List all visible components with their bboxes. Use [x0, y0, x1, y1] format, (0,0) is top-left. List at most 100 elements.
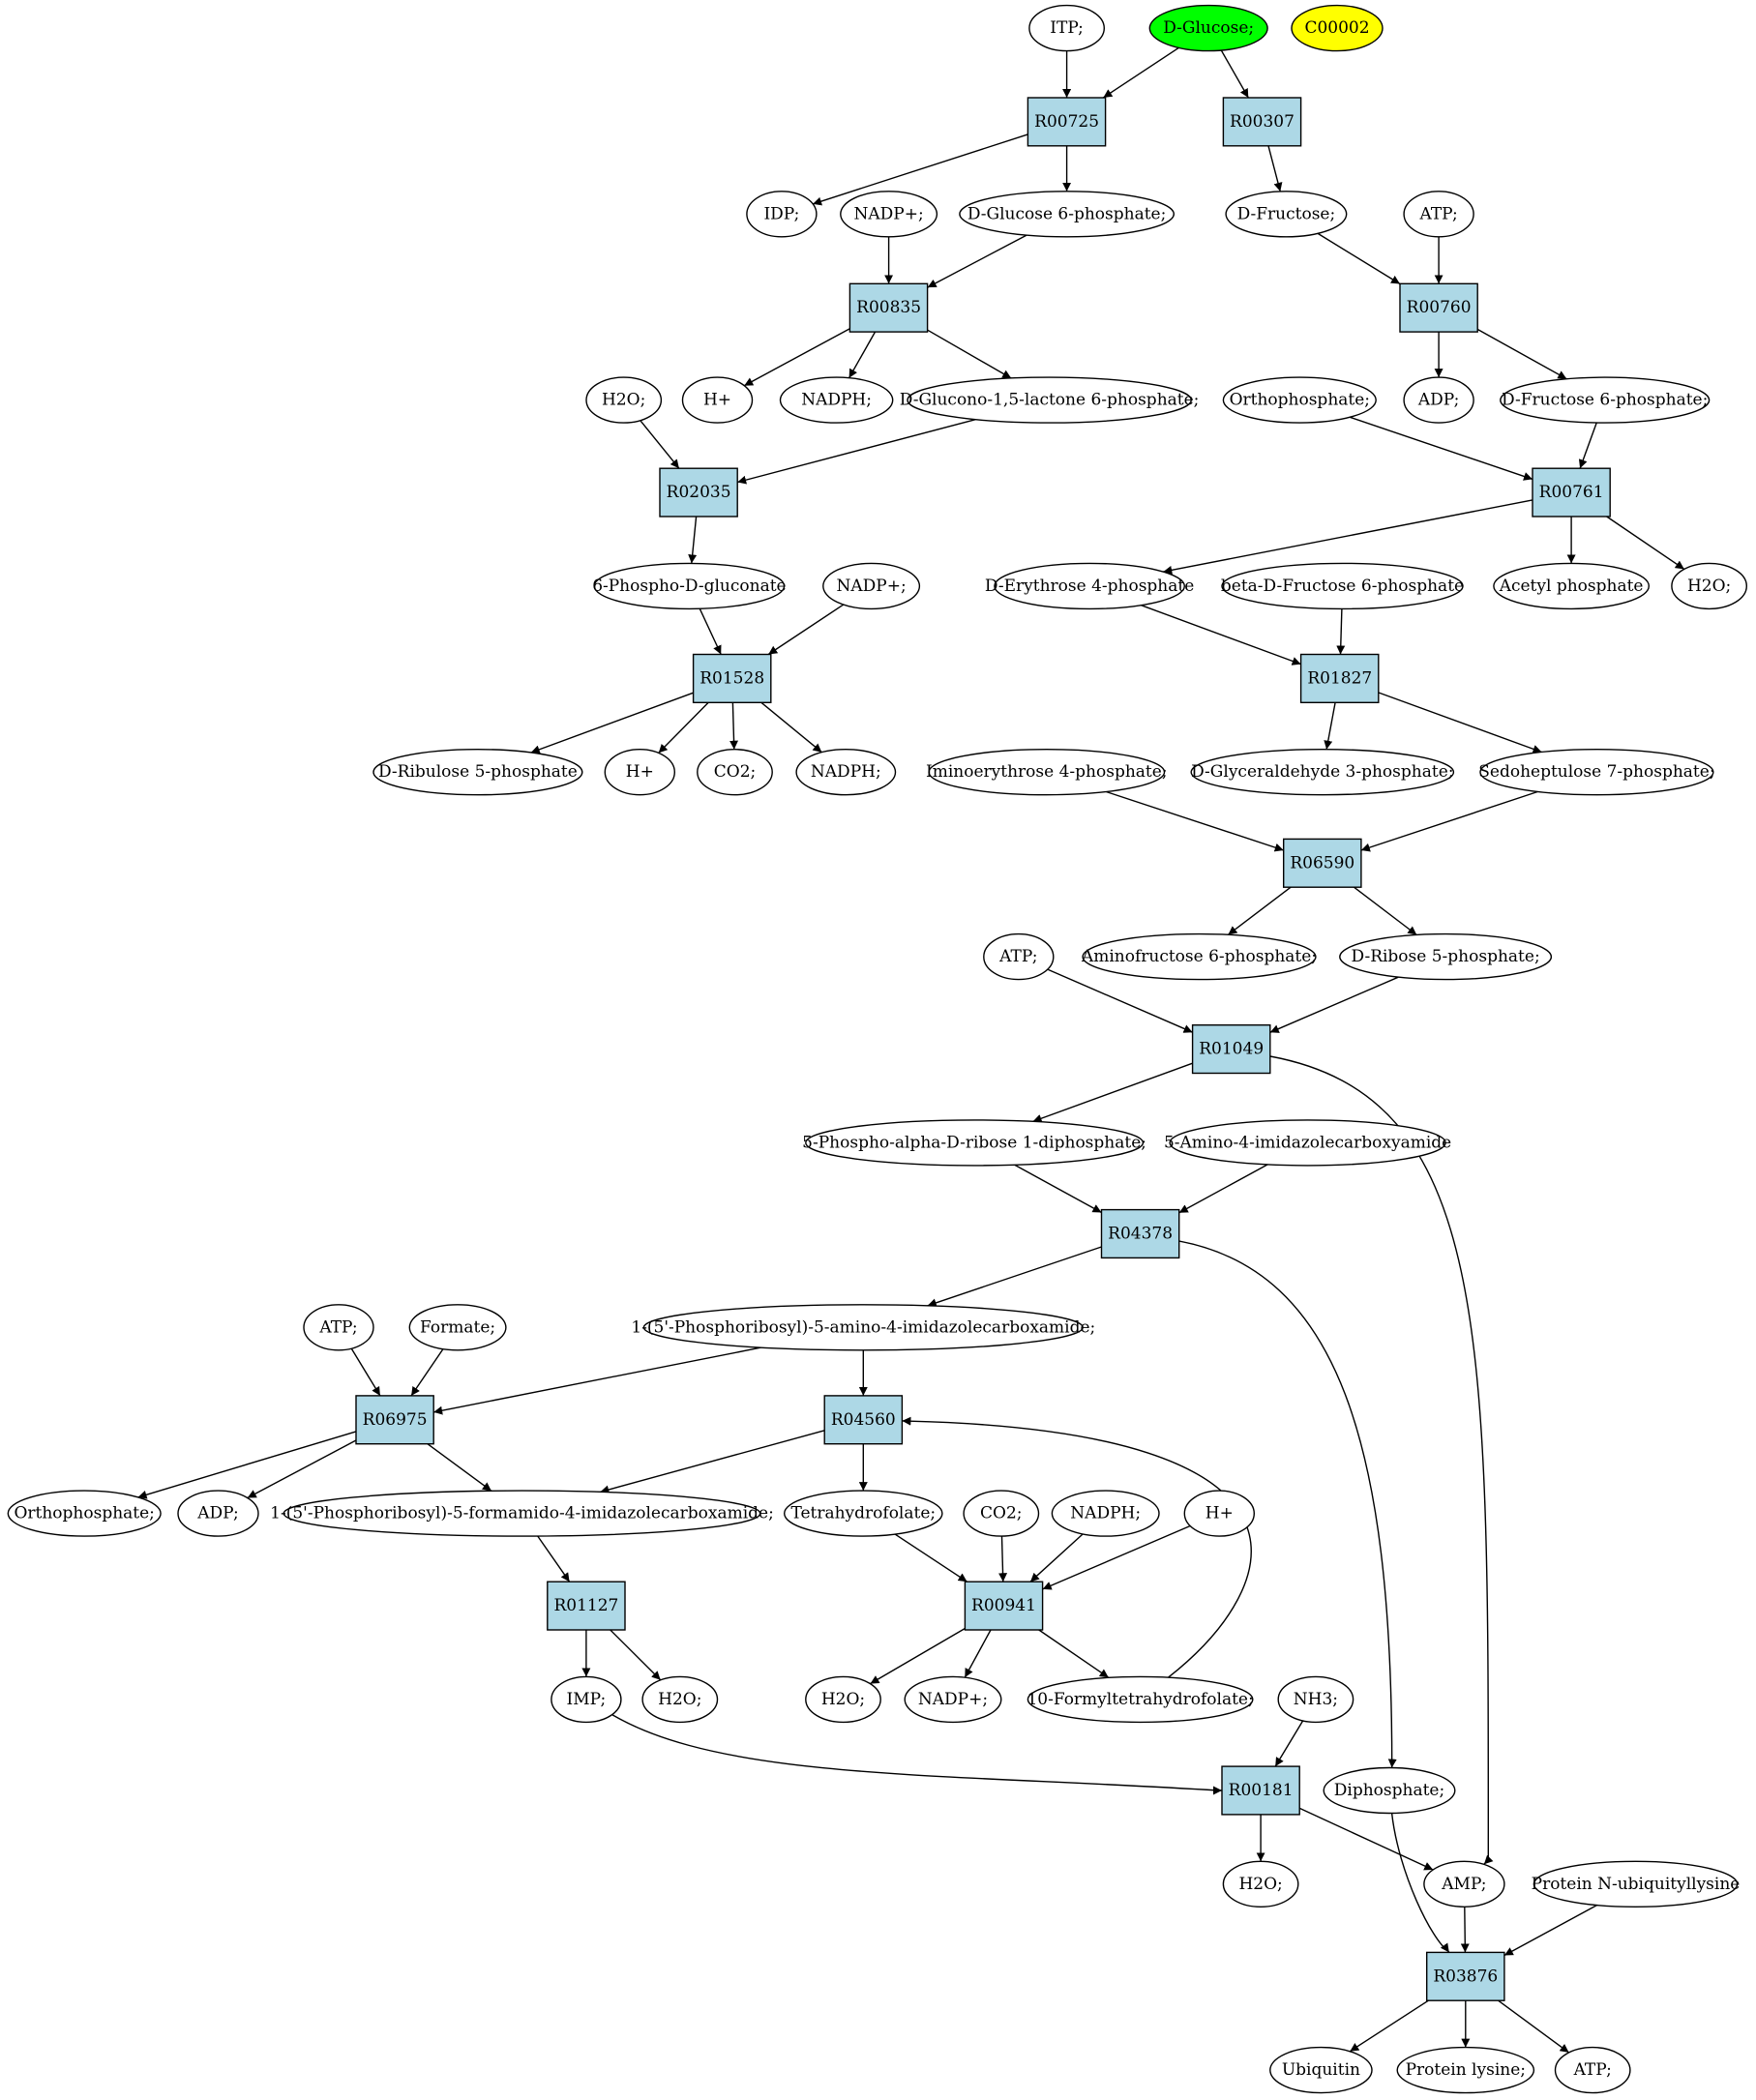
- metabolite-node-atp1[interactable]: ATP;: [1403, 191, 1474, 238]
- metabolite-node-itp[interactable]: ITP;: [1028, 4, 1106, 52]
- reaction-node-r01127[interactable]: R01127: [547, 1581, 626, 1631]
- metabolite-node-ppi[interactable]: Diphosphate;: [1323, 1766, 1456, 1815]
- metabolite-label: ADP;: [1417, 391, 1459, 410]
- metabolite-node-aminofru[interactable]: Aminofructose 6-phosphate;: [1081, 932, 1317, 981]
- edge-m_r5p-to-R01049: [1269, 976, 1399, 1033]
- metabolite-node-10fthf[interactable]: 10-Formyltetrahydrofolate;: [1027, 1675, 1254, 1724]
- reaction-node-r01827[interactable]: R01827: [1299, 653, 1380, 703]
- metabolite-node-dfructose[interactable]: D-Fructose;: [1225, 191, 1348, 238]
- metabolite-node-nadp3[interactable]: NADP+;: [904, 1675, 1002, 1724]
- metabolite-node-adp1[interactable]: ADP;: [1403, 376, 1474, 424]
- edge-m_prpp-to-R04378: [1014, 1164, 1102, 1214]
- metabolite-node-nadp2[interactable]: NADP+;: [822, 562, 921, 610]
- metabolite-node-amp[interactable]: AMP;: [1423, 1860, 1505, 1908]
- metabolite-node-nadph2[interactable]: NADPH;: [795, 749, 897, 796]
- metabolite-node-e4p[interactable]: D-Erythrose 4-phosphate: [985, 562, 1194, 610]
- metabolite-shape: [303, 1304, 374, 1351]
- edge-R06590-to-m_aminofru: [1227, 886, 1292, 935]
- metabolite-node-prpp[interactable]: 5-Phospho-alpha-D-ribose 1-diphosphate;: [802, 1119, 1146, 1167]
- reaction-label: R04378: [1108, 1225, 1173, 1244]
- edge-m_co2b-to-R00941: [998, 1536, 1008, 1582]
- metabolite-node-bf6p[interactable]: beta-D-Fructose 6-phosphate: [1221, 562, 1464, 610]
- metabolite-node-h2o3[interactable]: H2O;: [641, 1675, 719, 1724]
- reaction-node-r00835[interactable]: R00835: [848, 282, 929, 333]
- reaction-node-r01049[interactable]: R01049: [1191, 1023, 1271, 1075]
- metabolite-node-imino[interactable]: Iminoerythrose 4-phosphate;: [926, 749, 1168, 796]
- metabolite-node-h2o5[interactable]: H2O;: [1222, 1860, 1299, 1908]
- metabolite-node-formate[interactable]: Formate;: [408, 1304, 507, 1351]
- metabolite-label: H2O;: [1687, 577, 1731, 596]
- reaction-node-r04560[interactable]: R04560: [823, 1395, 904, 1445]
- reaction-node-r06975[interactable]: R06975: [355, 1395, 434, 1445]
- metabolite-shape: [904, 1675, 1002, 1724]
- metabolite-node-protlys[interactable]: Protein lysine;: [1396, 2046, 1535, 2094]
- metabolite-node-imp[interactable]: IMP;: [551, 1675, 622, 1724]
- metabolite-node-f6p[interactable]: D-Fructose 6-phosphate;: [1500, 376, 1711, 424]
- metabolite-node-6pg[interactable]: 6-Phospho-D-gluconate: [592, 562, 787, 610]
- metabolite-node-co2b[interactable]: CO2;: [963, 1490, 1040, 1537]
- metabolite-node-nh3[interactable]: NH3;: [1277, 1675, 1354, 1724]
- metabolite-node-r5p[interactable]: D-Ribose 5-phosphate;: [1339, 932, 1553, 981]
- metabolite-node-thf[interactable]: Tetrahydrofolate;: [784, 1490, 943, 1537]
- metabolite-node-atp3[interactable]: ATP;: [303, 1304, 374, 1351]
- reaction-box: [1299, 653, 1380, 703]
- metabolite-node-protub[interactable]: Protein N-ubiquityllysine: [1532, 1860, 1741, 1908]
- metabolite-node-nadph1[interactable]: NADPH;: [779, 376, 894, 424]
- metabolite-node-aicar[interactable]: 1-(5'-Phosphoribosyl)-5-amino-4-imidazol…: [631, 1304, 1095, 1351]
- edge-R01127-to-m_h2o3: [610, 1629, 662, 1681]
- metabolite-node-gap[interactable]: D-Glyceraldehyde 3-phosphate;: [1190, 749, 1455, 796]
- metabolite-node-atp4[interactable]: ATP;: [1554, 2046, 1631, 2094]
- metabolite-node-h2o1[interactable]: H2O;: [585, 376, 663, 424]
- metabolite-shape: [7, 1490, 162, 1537]
- metabolite-node-s7p[interactable]: Sedoheptulose 7-phosphate;: [1478, 749, 1715, 796]
- reaction-node-r00941[interactable]: R00941: [964, 1581, 1044, 1631]
- metabolite-node-nadph3[interactable]: NADPH;: [1051, 1490, 1160, 1537]
- edge-m_dglucose-to-R00725: [1102, 46, 1179, 99]
- metabolite-node-nadp1[interactable]: NADP+;: [840, 191, 938, 238]
- reaction-node-r06590[interactable]: R06590: [1282, 838, 1362, 888]
- metabolite-node-ubiquitin[interactable]: Ubiquitin: [1269, 2046, 1373, 2094]
- metabolite-node-adp2[interactable]: ADP;: [177, 1490, 259, 1537]
- reaction-node-r04378[interactable]: R04378: [1100, 1208, 1180, 1259]
- edge-R00181-to-m_amp: [1299, 1807, 1434, 1871]
- reaction-node-r03876[interactable]: R03876: [1425, 1951, 1505, 2001]
- reaction-node-r00760[interactable]: R00760: [1399, 282, 1478, 333]
- metabolite-node-c00002[interactable]: C00002: [1291, 4, 1384, 52]
- metabolite-node-h2o4[interactable]: H2O;: [805, 1675, 881, 1724]
- reaction-label: R00760: [1407, 298, 1472, 317]
- reaction-node-r00725[interactable]: R00725: [1027, 97, 1107, 147]
- reaction-box: [823, 1395, 904, 1445]
- metabolite-node-aica[interactable]: 5-Amino-4-imidazolecarboxyamide: [1164, 1119, 1451, 1167]
- edge-m_h2o1-to-R02035: [640, 420, 680, 469]
- reaction-label: R00835: [856, 298, 921, 317]
- metabolite-node-hplus2[interactable]: H+: [604, 749, 675, 796]
- reaction-node-r01528[interactable]: R01528: [692, 653, 772, 703]
- metabolite-node-g6p[interactable]: D-Glucose 6-phosphate;: [959, 191, 1175, 238]
- metabolite-node-idp[interactable]: IDP;: [746, 191, 818, 238]
- metabolite-node-hplus3[interactable]: H+: [1183, 1490, 1256, 1537]
- reaction-box: [355, 1395, 434, 1445]
- metabolite-node-atp2[interactable]: ATP;: [983, 932, 1055, 981]
- metabolite-node-dglucose[interactable]: D-Glucose;: [1148, 4, 1268, 52]
- metabolite-node-faicar[interactable]: 1-(5'-Phosphoribosyl)-5-formamido-4-imid…: [270, 1490, 774, 1537]
- reaction-node-r00307[interactable]: R00307: [1222, 97, 1302, 147]
- metabolite-shape: [1222, 1860, 1299, 1908]
- edge-R00835-to-m_hplus1: [743, 328, 850, 387]
- metabolite-node-acetylp[interactable]: Acetyl phosphate: [1493, 562, 1651, 610]
- metabolite-node-co2a[interactable]: CO2;: [697, 749, 773, 796]
- metabolite-node-ru5p[interactable]: D-Ribulose 5-phosphate: [372, 749, 583, 796]
- reaction-node-r00761[interactable]: R00761: [1532, 467, 1611, 518]
- metabolite-node-ortho1[interactable]: Orthophosphate;: [1222, 376, 1377, 424]
- edge-R04378-to-m_aicar: [927, 1246, 1102, 1308]
- reaction-node-r00181[interactable]: R00181: [1221, 1765, 1300, 1816]
- reaction-node-r02035[interactable]: R02035: [659, 467, 738, 518]
- reaction-box: [848, 282, 929, 333]
- edge-R00835-to-m_glucono: [927, 329, 1012, 379]
- edge-R00307-to-m_dfructose: [1267, 145, 1283, 192]
- metabolite-node-ortho2[interactable]: Orthophosphate;: [7, 1490, 162, 1537]
- reaction-label: R06975: [363, 1410, 428, 1430]
- metabolite-node-glucono[interactable]: D-Glucono-1,5-lactone 6-phosphate;: [900, 376, 1200, 424]
- metabolite-shape: [1554, 2046, 1631, 2094]
- metabolite-node-hplus1[interactable]: H+: [681, 376, 754, 424]
- metabolite-node-h2o2[interactable]: H2O;: [1671, 562, 1748, 610]
